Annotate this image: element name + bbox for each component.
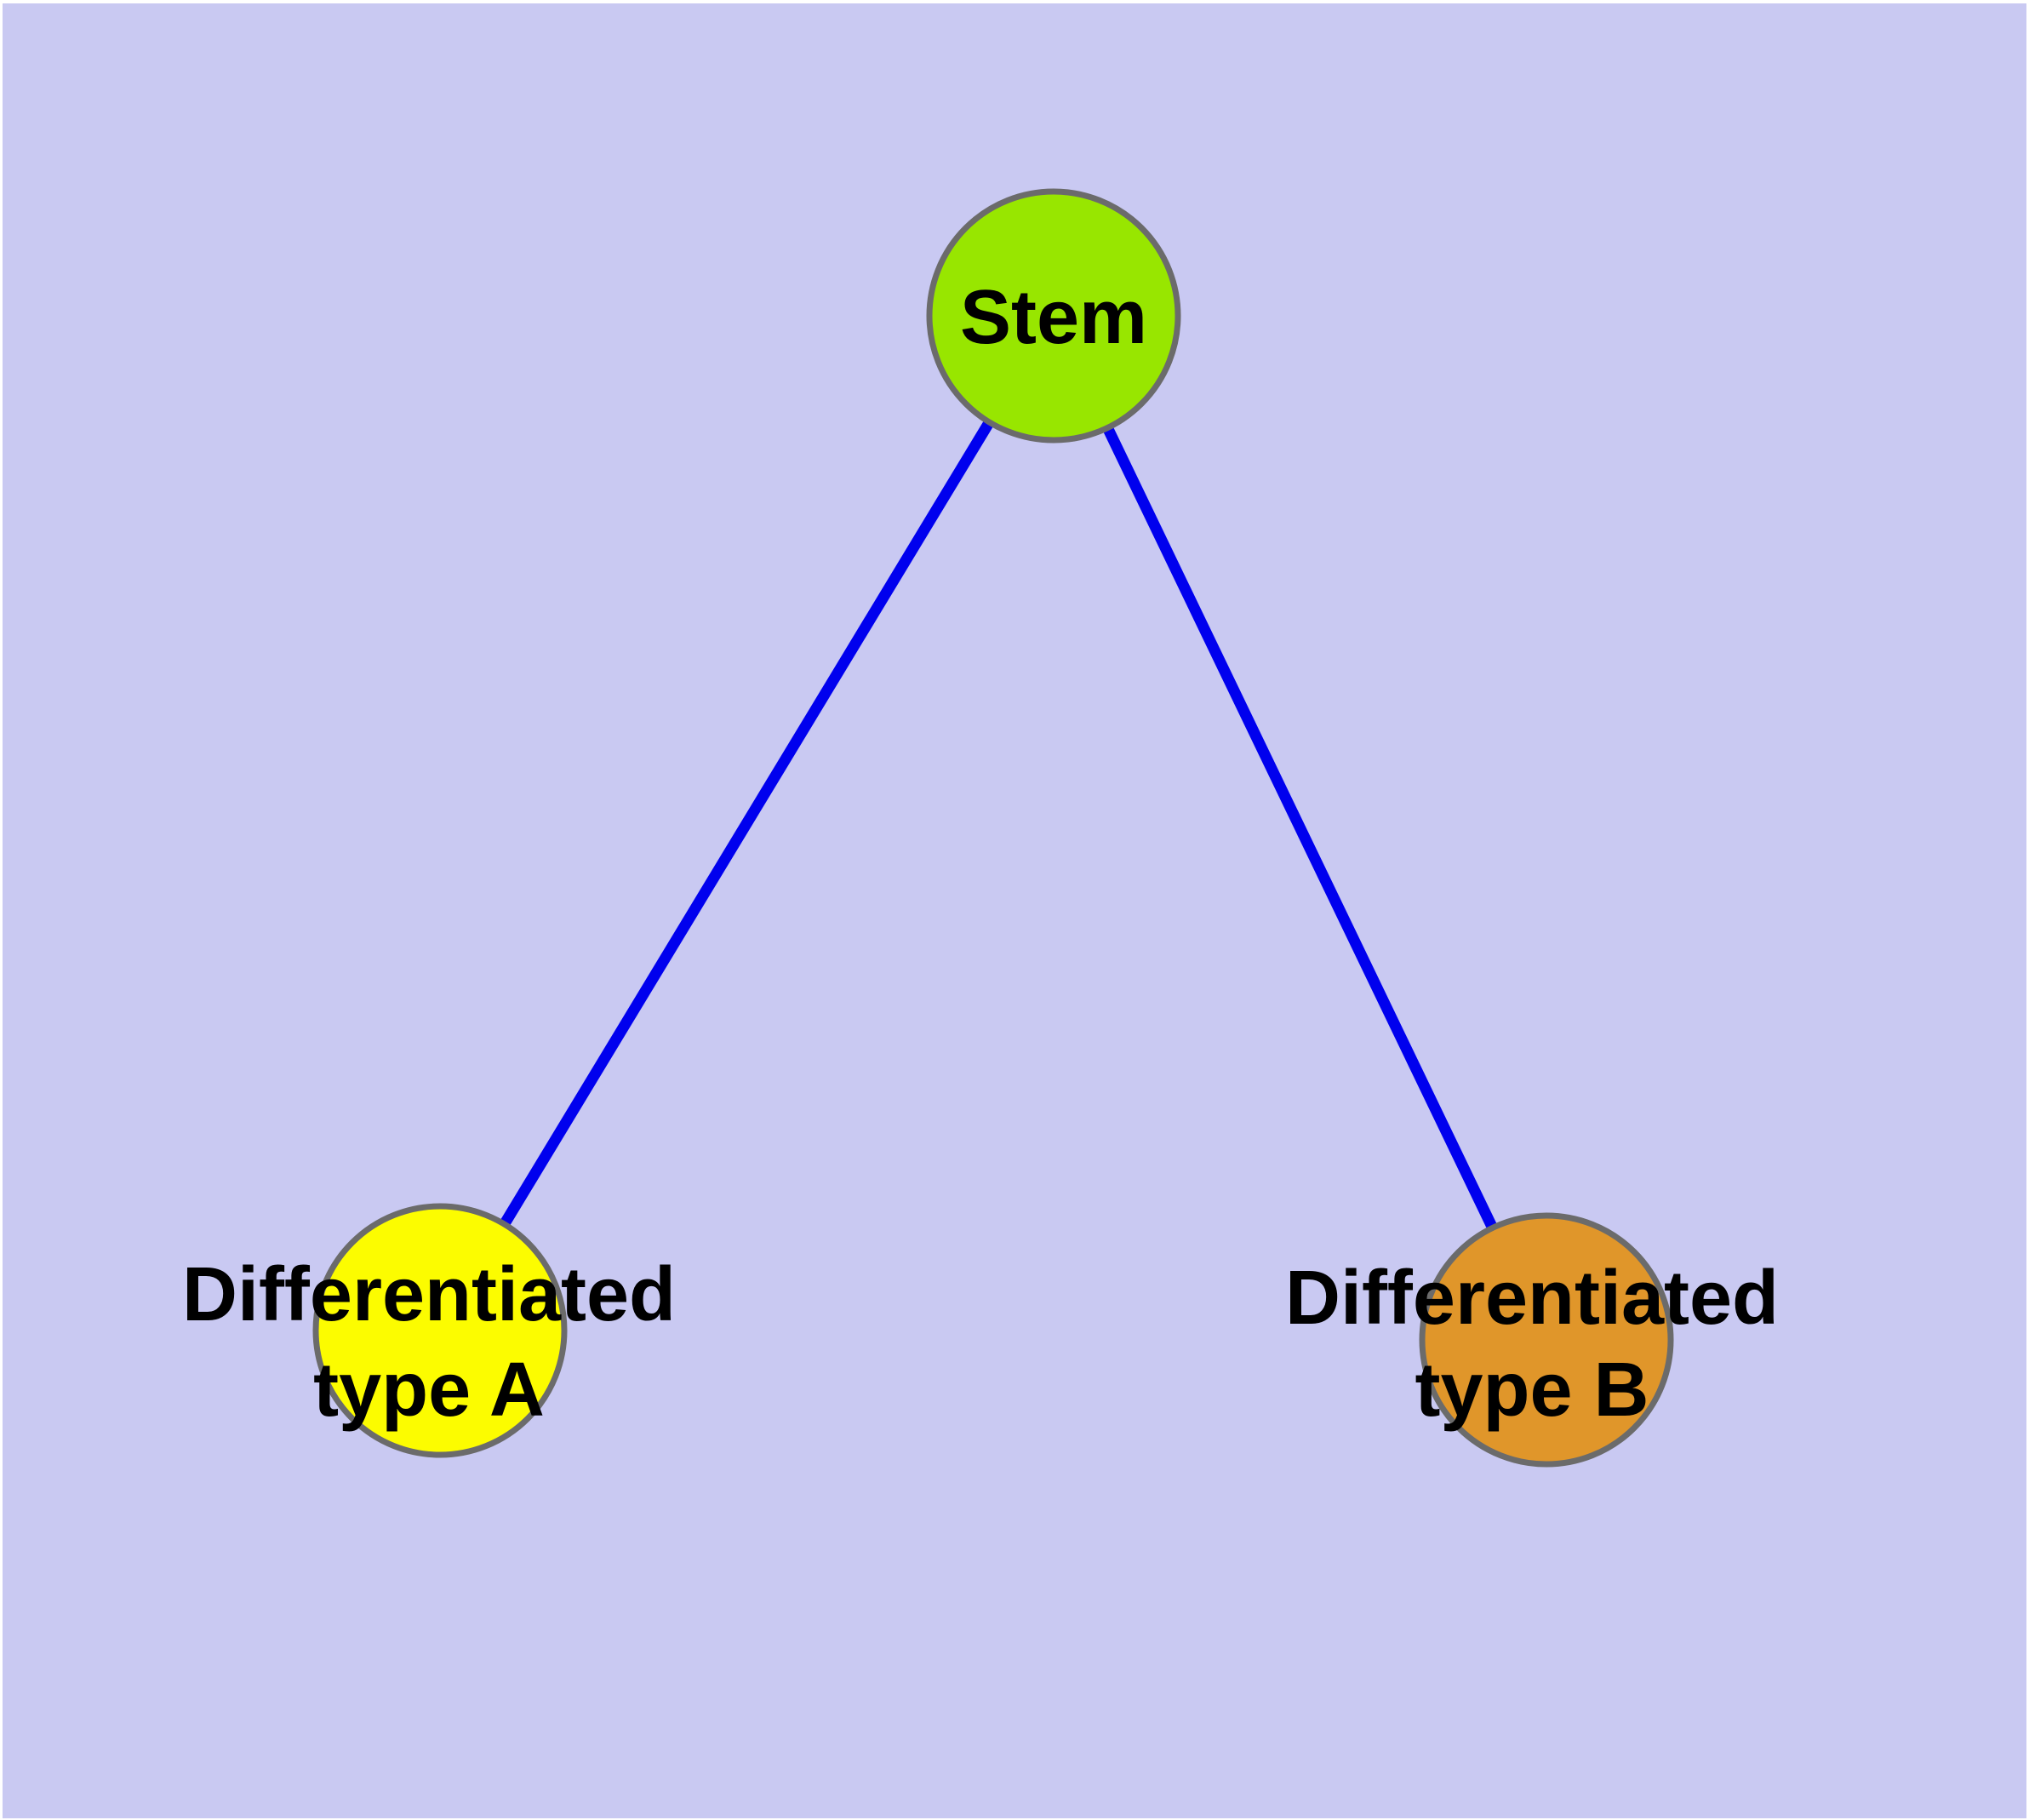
edge-stem-diff-b (1049, 313, 1552, 1342)
node-diff-a (312, 1203, 568, 1458)
edges-layer (435, 312, 1552, 1342)
nodes-layer (312, 188, 1674, 1468)
node-diff-b (1419, 1212, 1674, 1468)
node-diff-b-label-line-2: type B (1415, 1348, 1649, 1433)
node-stem (926, 188, 1181, 444)
node-diff-a-label-line-2: type A (313, 1348, 545, 1433)
edge-stem-diff-a (435, 312, 1059, 1334)
node-stem-label-line-1: Stem (960, 275, 1147, 360)
node-diff-b-label-line-1: Differentiated (1285, 1256, 1779, 1341)
node-diff-a-label-line-1: Differentiated (182, 1252, 676, 1337)
